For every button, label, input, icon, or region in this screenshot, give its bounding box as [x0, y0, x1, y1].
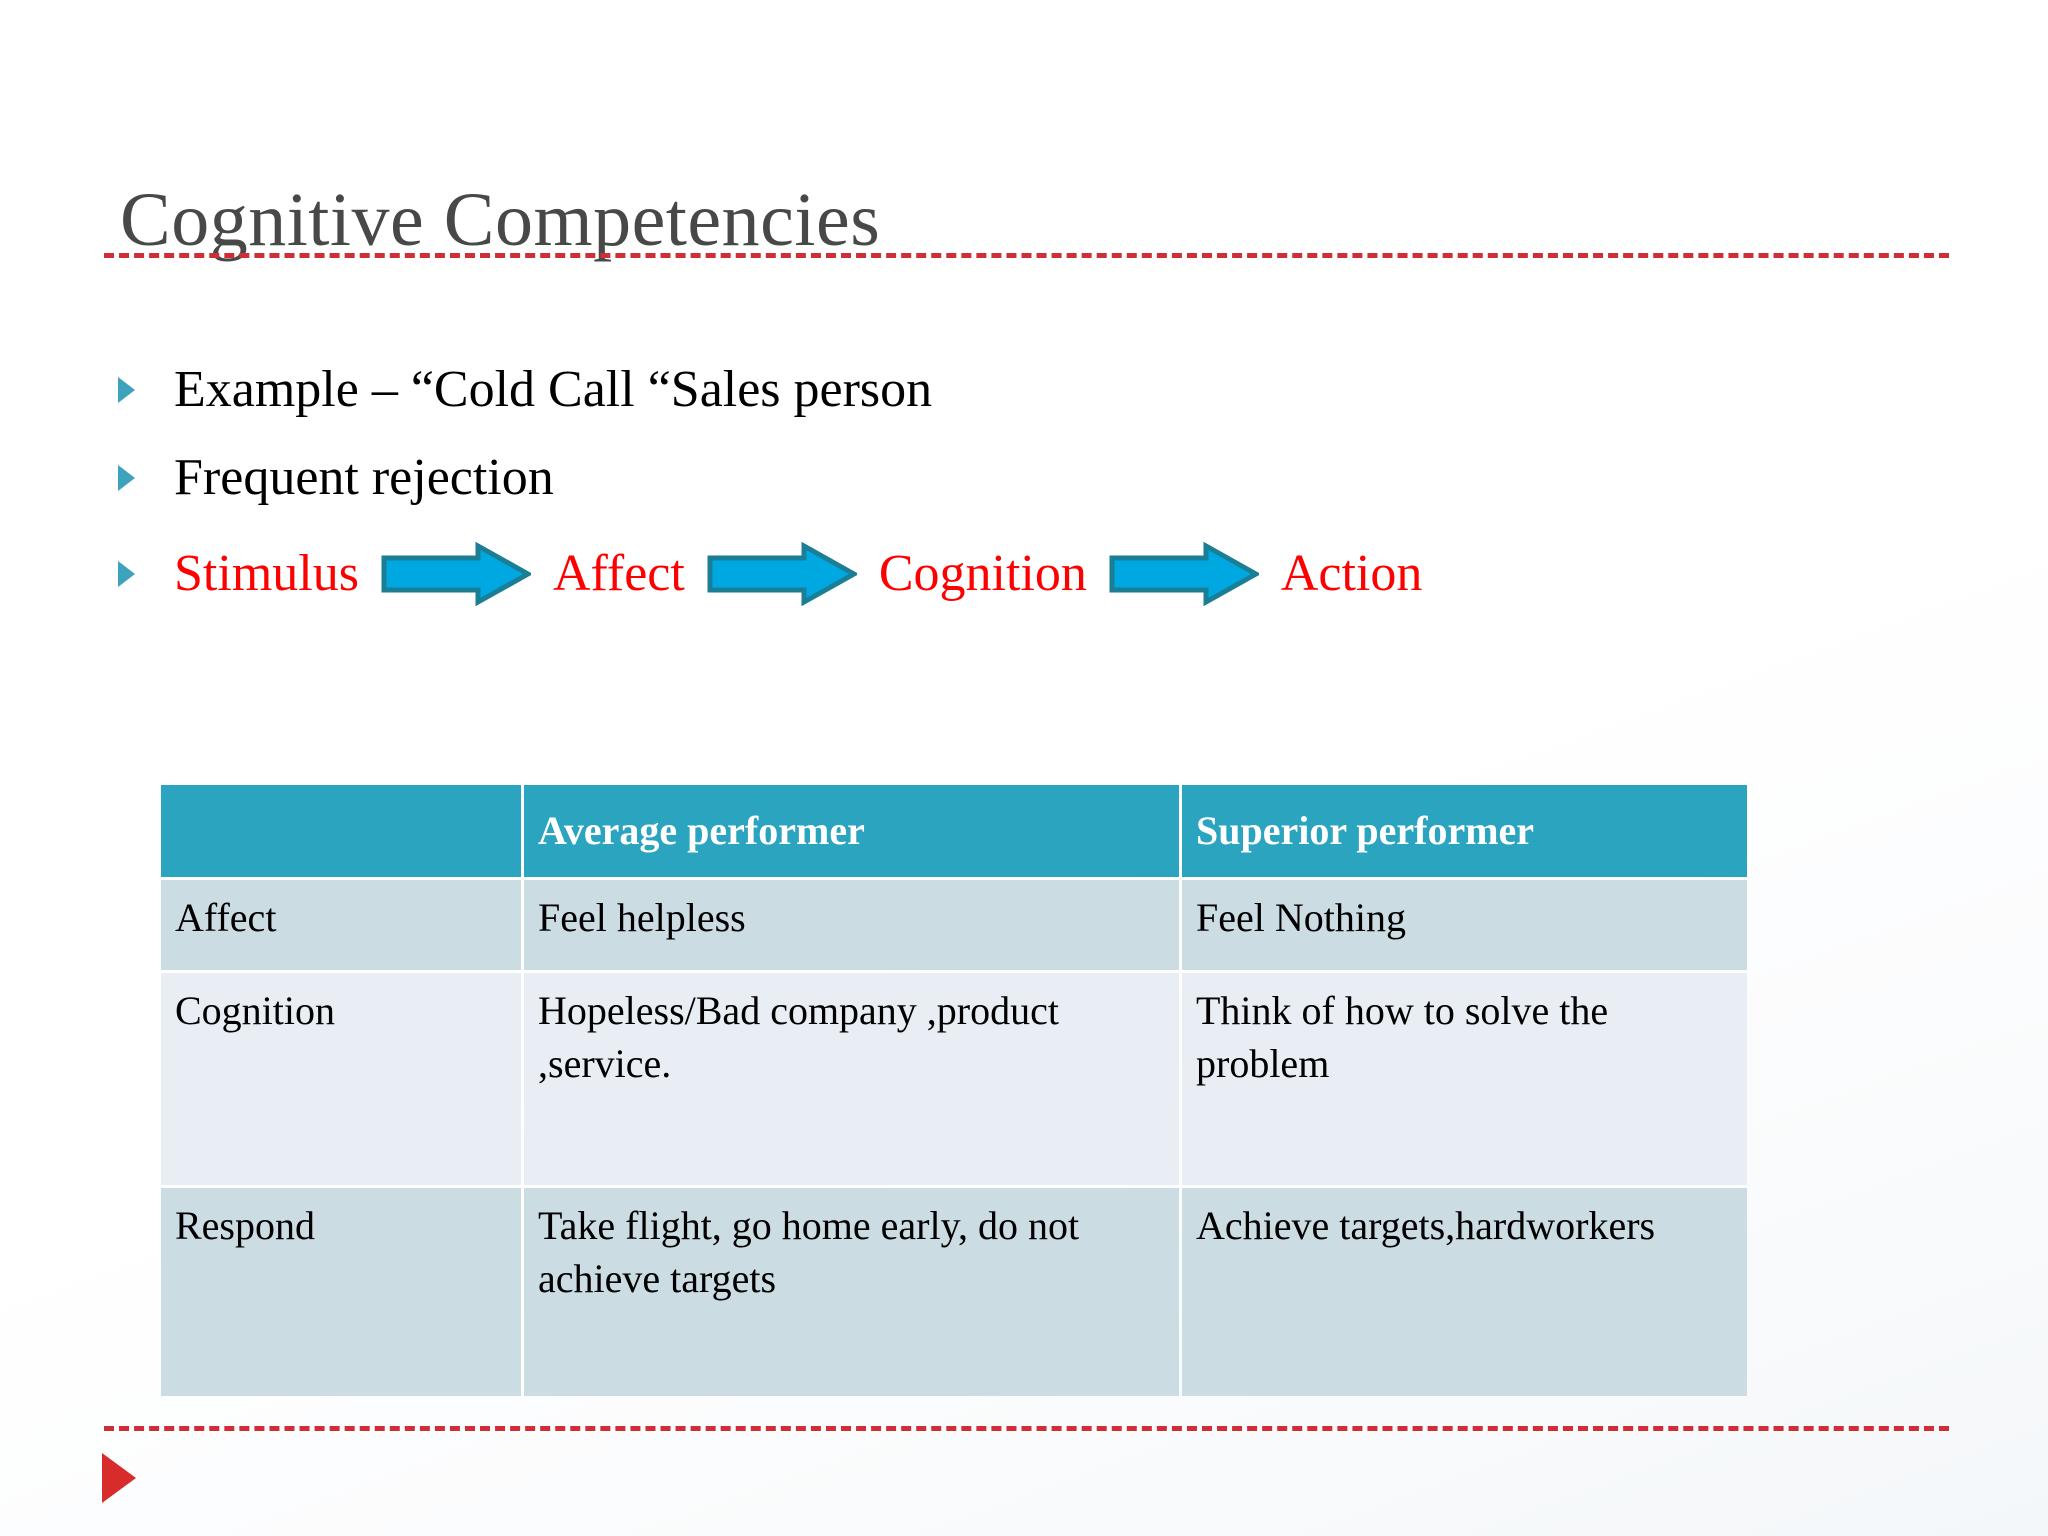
table-header-superior-performer: Superior performer	[1182, 785, 1747, 877]
bullet-triangle-icon	[118, 377, 152, 403]
bullet-text: Example – “Cold Call “Sales person	[174, 361, 933, 419]
page-title: Cognitive Competencies	[120, 177, 881, 262]
flow-step-cognition: Cognition	[878, 545, 1087, 603]
flow-step-stimulus: Stimulus	[174, 545, 359, 603]
table-header-average-performer: Average performer	[524, 785, 1179, 877]
cell-affect-average: Feel helpless	[524, 880, 1179, 970]
bullet-list: Example – “Cold Call “Sales person Frequ…	[118, 355, 1918, 617]
title-divider	[104, 253, 1949, 258]
block-arrow-right-icon	[381, 542, 531, 606]
bullet-triangle-icon	[118, 561, 152, 587]
cell-respond-average: Take flight, go home early, do not achie…	[524, 1188, 1179, 1396]
footer-divider	[104, 1426, 1949, 1431]
block-arrow-right-icon	[707, 542, 857, 606]
cell-affect-superior: Feel Nothing	[1182, 880, 1747, 970]
row-label-cognition: Cognition	[161, 973, 521, 1185]
list-item: Frequent rejection	[118, 443, 1918, 513]
bullet-triangle-icon	[118, 465, 152, 491]
cell-respond-superior: Achieve targets,hardworkers	[1182, 1188, 1747, 1396]
row-label-affect: Affect	[161, 880, 521, 970]
list-item: Example – “Cold Call “Sales person	[118, 355, 1918, 425]
flow-step-action: Action	[1280, 545, 1423, 603]
block-arrow-right-icon	[1109, 542, 1259, 606]
flow-diagram: Stimulus Affect Cognition Action	[118, 531, 1918, 617]
table-row: Affect Feel helpless Feel Nothing	[161, 880, 1747, 970]
table-header-row: Average performer Superior performer	[161, 785, 1747, 877]
bullet-text: Frequent rejection	[174, 449, 554, 507]
table-header-blank	[161, 785, 521, 877]
flow-step-affect: Affect	[552, 545, 685, 603]
cell-cognition-average: Hopeless/Bad company ,product ,service.	[524, 973, 1179, 1185]
cell-cognition-superior: Think of how to solve the problem	[1182, 973, 1747, 1185]
triangle-right-icon	[102, 1453, 136, 1503]
performance-comparison-table: Average performer Superior performer Aff…	[158, 782, 1750, 1399]
row-label-respond: Respond	[161, 1188, 521, 1396]
table-row: Cognition Hopeless/Bad company ,product …	[161, 973, 1747, 1185]
table-row: Respond Take flight, go home early, do n…	[161, 1188, 1747, 1396]
